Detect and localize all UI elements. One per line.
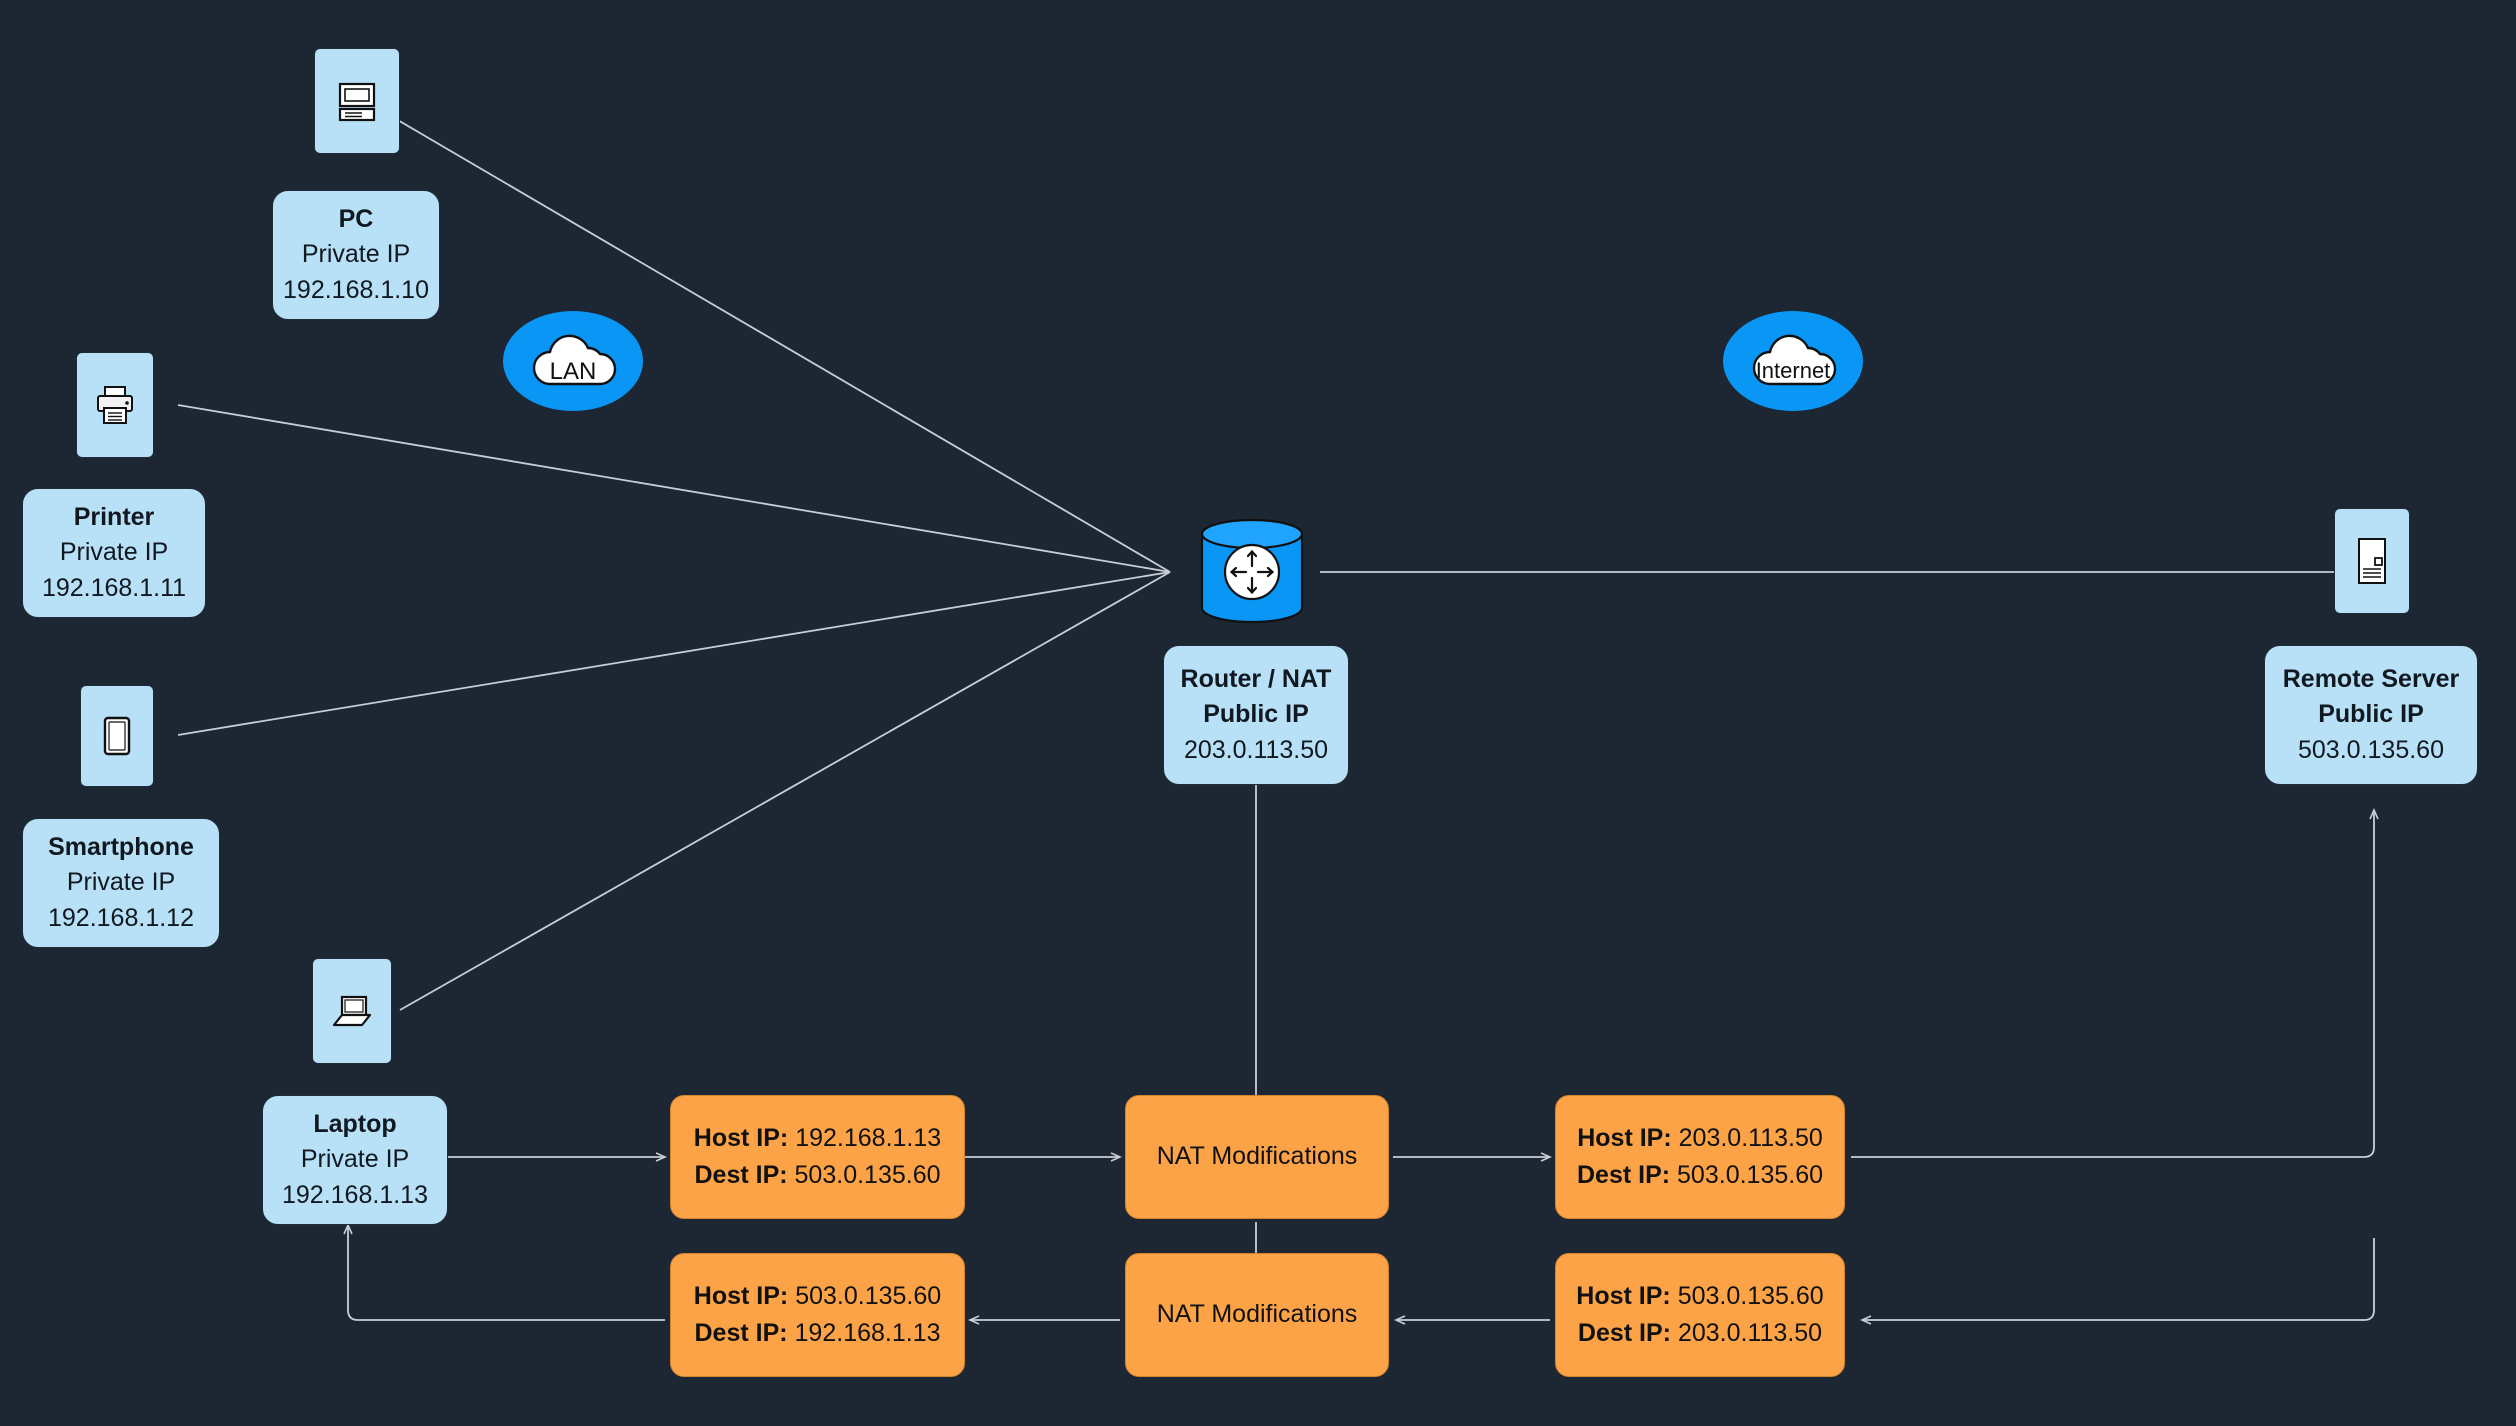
packet-host-label: Host IP [1577,1123,1664,1152]
packet-host-line: Host IP: 192.168.1.13 [693,1123,942,1152]
smartphone-ip-value: 192.168.1.12 [48,903,194,932]
router-title: Router / NAT [1180,664,1332,693]
nat-modifications-inbound[interactable]: NAT Modifications [1125,1253,1389,1377]
edge-pktinpost-laptop [343,1223,665,1321]
lan-cloud-label: LAN [549,358,597,385]
server-icon-tile[interactable] [2334,508,2410,614]
packet-host-label: Host IP [693,1281,780,1310]
packet-inbound-pre-nat[interactable]: Host IP: 503.0.135.60 Dest IP: 203.0.113… [1555,1253,1845,1377]
packet-host-value: 503.0.135.60 [1677,1281,1824,1310]
router-icon-tile[interactable] [1192,516,1312,626]
edge-server-pktin [1860,1238,2375,1325]
internet-cloud-label: Internet [1755,358,1831,383]
packet-outbound-pre-nat[interactable]: Host IP: 192.168.1.13 Dest IP: 503.0.135… [670,1095,965,1219]
packet-dest-line: Dest IP: 503.0.135.60 [694,1161,941,1189]
laptop-icon [332,995,372,1027]
pc-ip-value: 192.168.1.10 [283,275,429,304]
cloud-icon [1752,334,1837,386]
edge-smartphone-router [177,571,1171,736]
lan-cloud-badge[interactable]: LAN [503,311,643,411]
edge-pc-router [354,94,1171,573]
printer-title: Printer [73,502,155,531]
packet-dest-label: Dest IP [694,1161,780,1189]
packet-inbound-post-nat[interactable]: Host IP: 503.0.135.60 Dest IP: 192.168.1… [670,1253,965,1377]
printer-ip-value: 192.168.1.11 [41,573,187,602]
remote-server-ip-label: Public IP [2318,700,2424,729]
nat-outbound-label: NAT Modifications [1156,1142,1358,1171]
packet-dest-line: Dest IP: 192.168.1.13 [694,1319,941,1347]
laptop-title: Laptop [313,1109,397,1138]
remote-server-ip-value: 503.0.135.60 [2298,735,2444,764]
smartphone-icon-tile[interactable] [80,685,154,787]
printer-label-card[interactable]: Printer Private IP 192.168.1.11 [22,488,206,618]
packet-host-value: 503.0.135.60 [795,1281,942,1310]
nat-inbound-label: NAT Modifications [1156,1300,1358,1329]
laptop-ip-value: 192.168.1.13 [282,1180,428,1209]
pc-label-card[interactable]: PC Private IP 192.168.1.10 [272,190,440,320]
smartphone-title: Smartphone [48,832,194,861]
laptop-icon-tile[interactable] [312,958,392,1064]
laptop-label-card[interactable]: Laptop Private IP 192.168.1.13 [262,1095,448,1225]
pc-icon-tile[interactable] [314,48,400,154]
packet-dest-value: 503.0.135.60 [794,1161,941,1189]
router-label-card[interactable]: Router / NAT Public IP 203.0.113.50 [1163,645,1349,785]
printer-ip-label: Private IP [59,538,169,567]
server-icon [2358,538,2386,584]
cloud-icon [532,334,617,386]
packet-dest-value: 503.0.135.60 [1677,1161,1824,1189]
printer-icon-tile[interactable] [76,352,154,458]
edge-laptop-router [399,571,1171,1011]
packet-dest-label: Dest IP [694,1319,780,1347]
packet-dest-line: Dest IP: 503.0.135.60 [1576,1161,1824,1189]
desktop-computer-icon [338,82,376,122]
packet-host-value: 192.168.1.13 [795,1123,942,1152]
remote-server-title: Remote Server [2282,664,2460,693]
packet-dest-label: Dest IP [1577,1319,1663,1347]
packet-dest-label: Dest IP [1576,1161,1662,1189]
packet-dest-value: 192.168.1.13 [794,1319,941,1347]
packet-host-label: Host IP [1576,1281,1663,1310]
packet-outbound-post-nat[interactable]: Host IP: 203.0.113.50 Dest IP: 503.0.135… [1555,1095,1845,1219]
smartphone-label-card[interactable]: Smartphone Private IP 192.168.1.12 [22,818,220,948]
packet-host-value: 203.0.113.50 [1678,1123,1823,1152]
edge-printer-router [177,404,1171,573]
pc-ip-label: Private IP [301,240,411,269]
laptop-ip-label: Private IP [300,1145,410,1174]
router-ip-value: 203.0.113.50 [1183,735,1329,764]
packet-host-line: Host IP: 203.0.113.50 [1577,1123,1823,1152]
packet-host-line: Host IP: 503.0.135.60 [1576,1281,1824,1310]
edge-pktpost-server [1851,808,2379,1158]
smartphone-ip-label: Private IP [66,868,176,897]
smartphone-icon [103,716,131,756]
packet-host-line: Host IP: 503.0.135.60 [693,1281,942,1310]
router-icon [1200,518,1304,624]
packet-dest-line: Dest IP: 203.0.113.50 [1577,1319,1823,1347]
router-ip-label: Public IP [1203,700,1309,729]
remote-server-label-card[interactable]: Remote Server Public IP 503.0.135.60 [2264,645,2478,785]
internet-cloud-badge[interactable]: Internet [1723,311,1863,411]
packet-dest-value: 203.0.113.50 [1677,1319,1823,1347]
nat-modifications-outbound[interactable]: NAT Modifications [1125,1095,1389,1219]
packet-host-label: Host IP [693,1123,780,1152]
pc-title: PC [338,204,374,233]
printer-icon [97,386,133,424]
